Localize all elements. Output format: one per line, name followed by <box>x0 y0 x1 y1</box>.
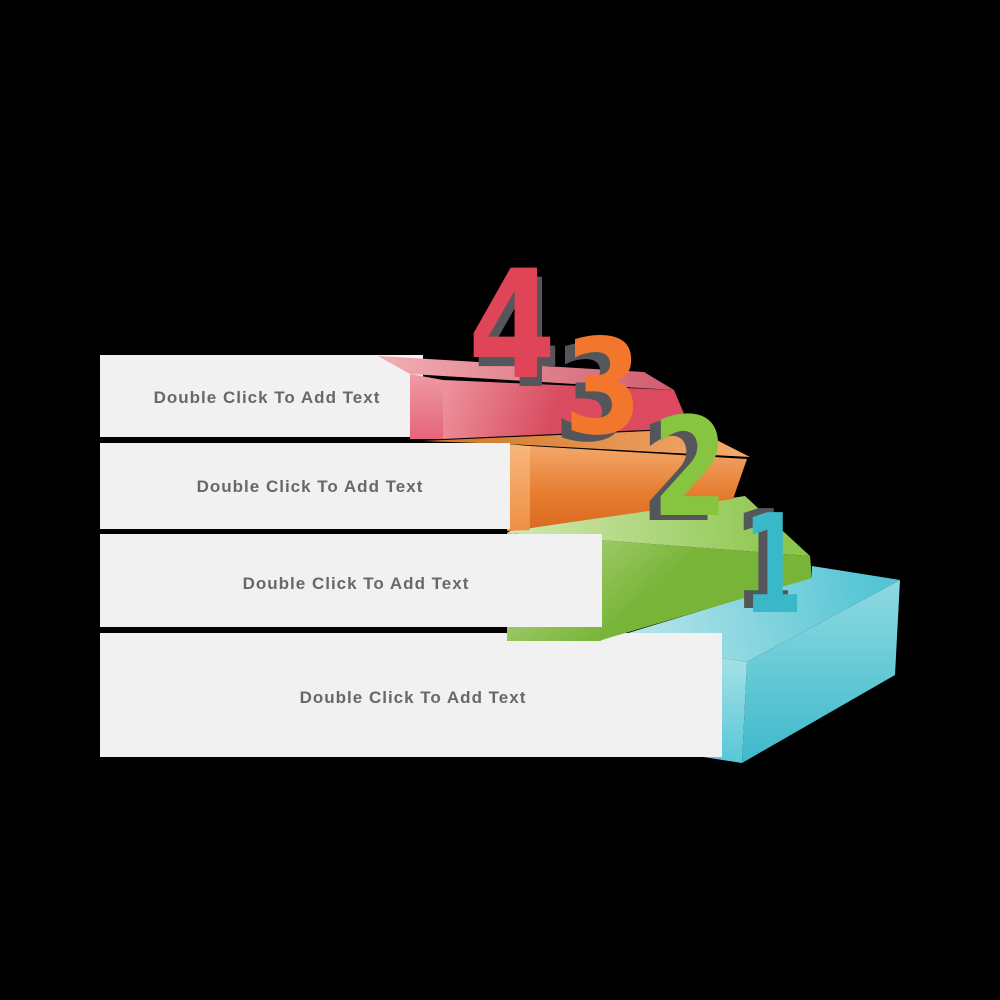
step-3-number[interactable]: 3 3 <box>554 311 642 472</box>
step-3-label-bar[interactable]: Double Click To Add Text <box>100 443 510 529</box>
step-3-number-shadow: 3 <box>554 318 632 472</box>
step-4-label-text[interactable]: Double Click To Add Text <box>154 388 381 407</box>
step-1-number-glyph: 1 <box>743 486 803 645</box>
step-4-number[interactable]: 4 4 <box>468 239 561 422</box>
step-3-top-face <box>422 429 750 457</box>
step-1-number[interactable]: 1 1 <box>734 482 803 645</box>
step-1-label-bar-bg[interactable] <box>100 633 722 757</box>
step-3-label-text[interactable]: Double Click To Add Text <box>197 477 424 496</box>
step-4-top-face <box>378 356 674 390</box>
step-3-block[interactable] <box>422 429 750 531</box>
step-2-label-text[interactable]: Double Click To Add Text <box>243 574 470 593</box>
step-3-left-face <box>507 444 530 531</box>
step-4-label-bar-bg[interactable] <box>100 355 423 437</box>
step-4-label-bar[interactable]: Double Click To Add Text <box>100 355 423 437</box>
step-2-label-bar-bg[interactable] <box>100 534 602 627</box>
step-2-number-shadow: 2 <box>641 394 717 553</box>
step-4-number-shadow: 4 <box>473 248 561 422</box>
step-4-left-face <box>410 374 443 439</box>
step-3-label-bar-bg[interactable] <box>100 443 510 529</box>
step-1-label-bar[interactable]: Double Click To Add Text <box>100 633 722 757</box>
step-2-label-bar[interactable]: Double Click To Add Text <box>100 534 602 627</box>
step-4-block[interactable] <box>378 356 690 439</box>
step-1-right-face <box>742 580 900 763</box>
step-1-number-shadow: 1 <box>734 482 794 641</box>
step-1-label-text[interactable]: Double Click To Add Text <box>300 688 527 707</box>
step-4-number-glyph: 4 <box>468 239 556 413</box>
step-4-front-face <box>443 380 690 439</box>
step-3-front-face <box>530 446 747 528</box>
step-2-number[interactable]: 2 2 <box>641 389 728 553</box>
step-2-top-face <box>507 496 810 556</box>
step-2-number-glyph: 2 <box>652 389 728 548</box>
step-3-number-glyph: 3 <box>564 311 642 465</box>
